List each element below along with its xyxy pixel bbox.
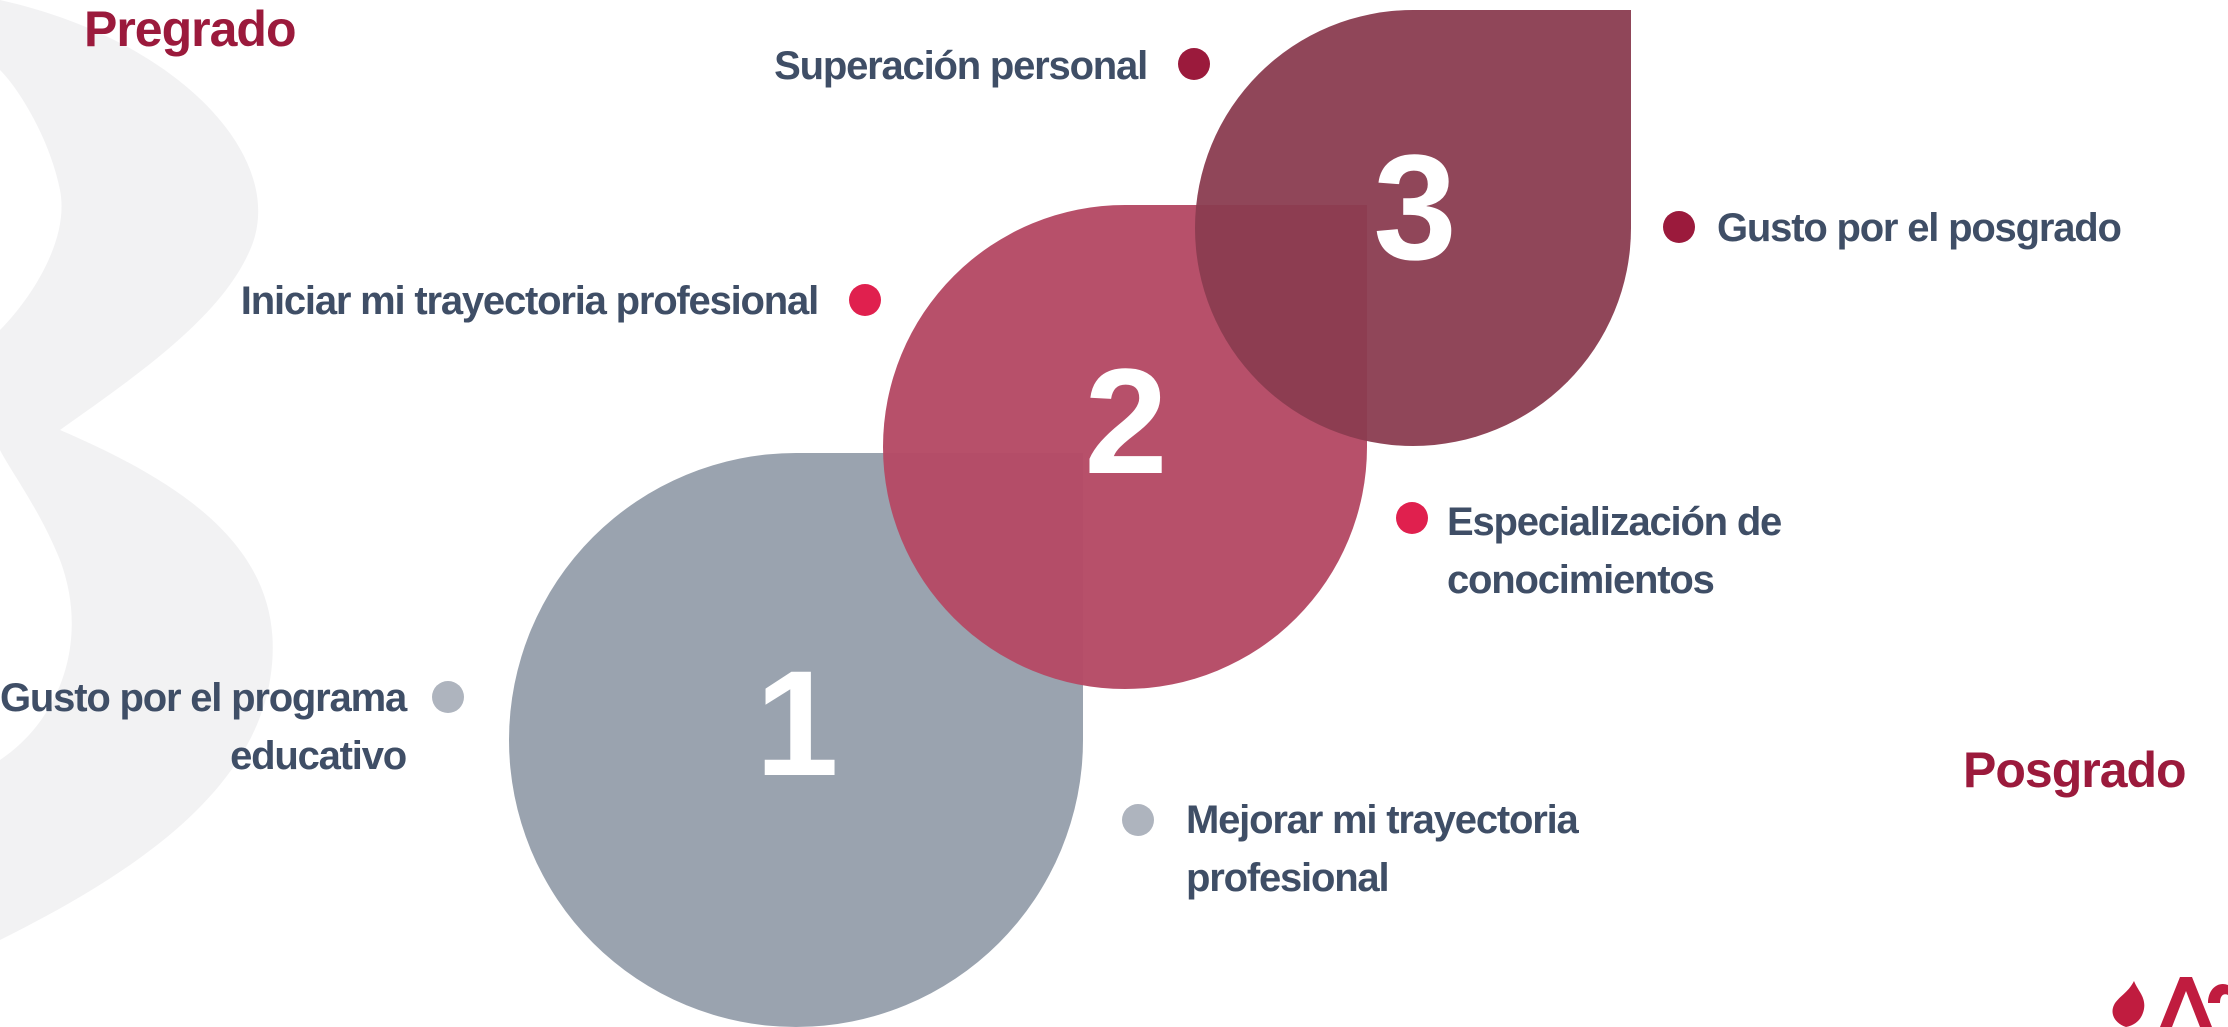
step-1-number: 1: [755, 639, 839, 807]
brand-logo-icon: [2112, 977, 2228, 1027]
heading-pregrado: Pregrado: [84, 1, 297, 57]
heading-posgrado: Posgrado: [1963, 742, 2187, 798]
label-mejorar-trayectoria: Mejorar mi trayectoria profesional: [1186, 798, 1579, 900]
label-gusto-programa: Gusto por el programa educativo: [0, 676, 407, 778]
bullet-mejorar-trayectoria: [1122, 804, 1154, 836]
step-2-number: 2: [1084, 337, 1168, 505]
background-watermark: [0, 0, 273, 940]
bullet-gusto-posgrado: [1663, 211, 1695, 243]
label-especializacion: Especialización de conocimientos: [1447, 500, 1782, 602]
label-gusto-posgrado: Gusto por el posgrado: [1717, 206, 2122, 250]
label-superacion: Superación personal: [774, 44, 1148, 88]
step-3-number: 3: [1373, 123, 1457, 291]
label-iniciar-trayectoria: Iniciar mi trayectoria profesional: [240, 279, 819, 323]
step-3-shape: [1195, 10, 1631, 446]
bullet-especializacion: [1396, 502, 1428, 534]
bullet-gusto-programa: [432, 681, 464, 713]
bullet-iniciar-trayectoria: [849, 284, 881, 316]
bullet-superacion: [1178, 48, 1210, 80]
